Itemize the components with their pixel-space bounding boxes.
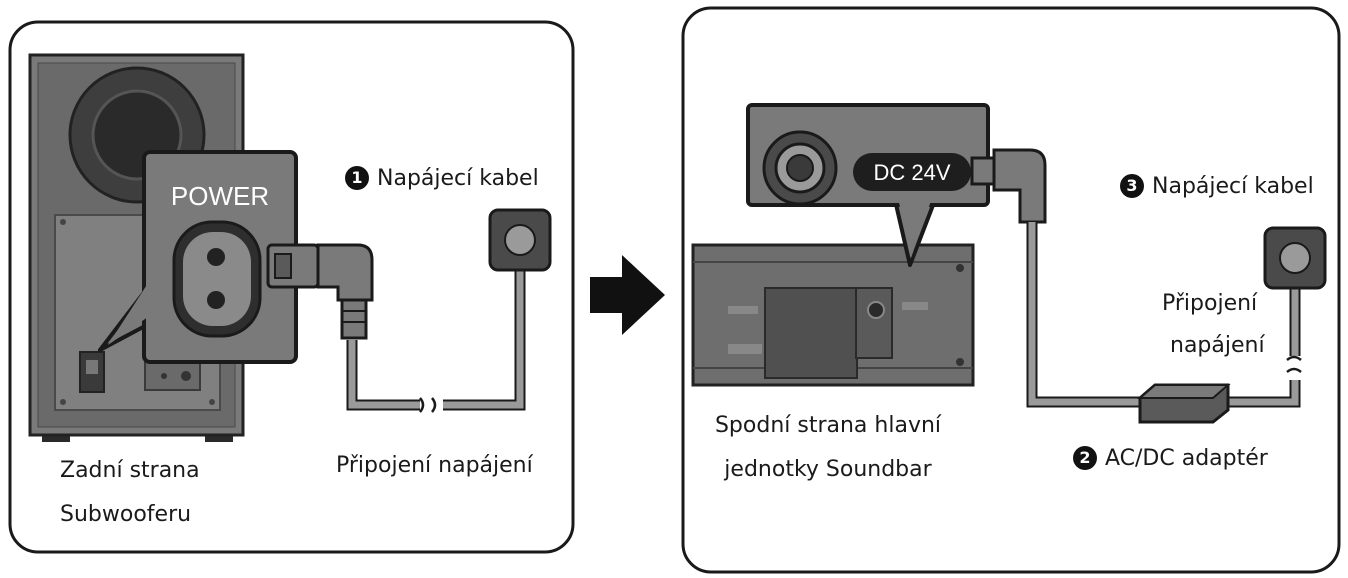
step-number-badge: 2 [1073, 446, 1097, 470]
connection-label-right-line2: napájení [1170, 333, 1265, 358]
dc-input-callout: DC 24V [746, 103, 990, 267]
subwoofer-caption-line2: Subwooferu [60, 502, 192, 527]
dc-label: DC 24V [873, 160, 950, 185]
power-cable-left [266, 208, 552, 413]
connection-label-right-line1: Připojení [1162, 291, 1258, 316]
power-cable-right [970, 148, 1327, 424]
connection-label-left: Připojení napájení [336, 453, 533, 478]
dc-plug-icon [992, 148, 1047, 224]
step-number-badge: 3 [1120, 174, 1144, 198]
cable-break-icon [419, 397, 437, 413]
soundbar-bottom-illustration [691, 243, 975, 387]
step-number-badge: 1 [345, 166, 369, 190]
next-step-arrow-icon [590, 255, 665, 335]
soundbar-caption-line2: jednotky Soundbar [724, 457, 932, 482]
subwoofer-caption-line1: Zadní strana [60, 458, 200, 483]
soundbar-caption-line1: Spodní strana hlavní [714, 413, 942, 438]
dc-label-pill [853, 153, 971, 191]
power-socket-callout [98, 150, 298, 364]
cable-break-icon [1286, 355, 1302, 373]
power-label: POWER [171, 181, 269, 211]
